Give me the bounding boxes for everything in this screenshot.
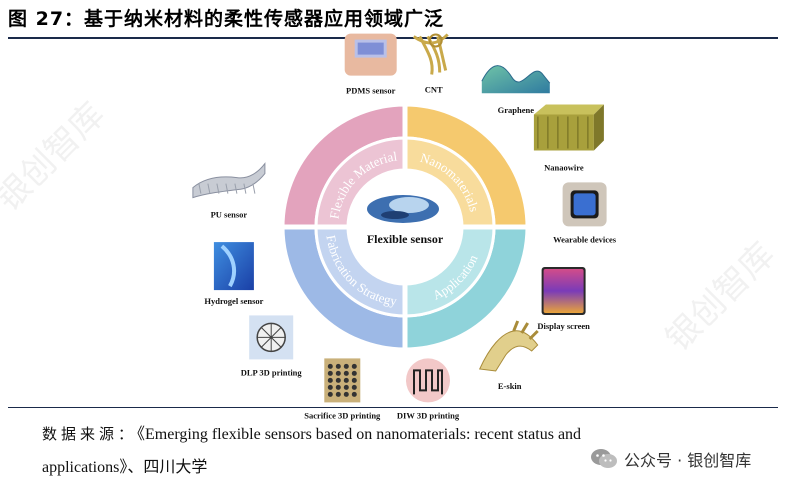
- item-label: DIW 3D printing: [397, 410, 460, 420]
- center-label: Flexible sensor: [367, 232, 444, 246]
- item-image: [478, 320, 539, 372]
- item-image: [406, 358, 450, 403]
- item-nanaowire: Nanaowire: [533, 104, 604, 173]
- wechat-account: 公众号 · 银创智库: [590, 446, 751, 472]
- item-graphene: Graphene: [481, 65, 551, 115]
- item-label: DLP 3D printing: [241, 367, 303, 377]
- source-line-2: applications》、四川大学: [42, 459, 208, 476]
- item-label: PU sensor: [211, 210, 248, 220]
- sensor-photo-highlight: [389, 197, 429, 213]
- item-display-screen: Display screen: [537, 267, 590, 331]
- item-label: CNT: [425, 85, 443, 95]
- item-e-skin: E-skin: [478, 320, 539, 391]
- item-label: Graphene: [498, 105, 535, 115]
- item-image: [541, 267, 586, 315]
- source-line-1: 数据来源：《Emerging flexible sensors based on…: [42, 418, 782, 451]
- item-image: [249, 315, 294, 360]
- wechat-icon: [591, 449, 617, 468]
- item-pdms-sensor: PDMS sensor: [344, 33, 397, 96]
- source-label: 数据来源：: [42, 425, 138, 443]
- item-label: E-skin: [498, 381, 522, 391]
- item-image: [481, 65, 551, 94]
- source-note: 数据来源：《Emerging flexible sensors based on…: [42, 418, 782, 484]
- center-circle: [351, 173, 459, 281]
- sensor-photo-shadow: [381, 211, 409, 219]
- item-image: [562, 182, 607, 227]
- item-image: [412, 33, 449, 75]
- item-label: Wearable devices: [553, 234, 617, 244]
- item-dlp-3d-printing: DLP 3D printing: [241, 315, 303, 377]
- item-label: Hydrogel sensor: [204, 296, 263, 306]
- item-wearable-devices: Wearable devices: [553, 182, 617, 244]
- item-image: [324, 358, 361, 403]
- item-cnt: CNT: [412, 33, 449, 95]
- figure-title: 图 27：基于纳米材料的柔性传感器应用领域广泛: [8, 8, 445, 30]
- item-diw-3d-printing: DIW 3D printing: [397, 358, 460, 420]
- item-image: [192, 162, 266, 199]
- source-reference: 《Emerging flexible sensors based on nano…: [137, 426, 582, 443]
- item-hydrogel-sensor: Hydrogel sensor: [204, 242, 264, 306]
- item-list: PDMS sensor CNT GrapheneNanaowireWearable …: [192, 33, 617, 420]
- item-label: Nanaowire: [544, 163, 584, 173]
- item-image: [533, 104, 604, 151]
- item-image: [213, 242, 254, 291]
- item-sacrifice-3d-printing: Sacrifice 3D printing: [304, 358, 381, 420]
- item-pu-sensor: PU sensor: [192, 162, 266, 220]
- source-rule: [8, 407, 778, 408]
- center-hub: Flexible sensor: [351, 173, 459, 281]
- item-label: Sacrifice 3D printing: [304, 410, 381, 420]
- wechat-text: 公众号 · 银创智库: [624, 451, 752, 470]
- item-image: [344, 33, 397, 76]
- item-label: Display screen: [537, 321, 590, 331]
- item-label: PDMS sensor: [346, 86, 396, 96]
